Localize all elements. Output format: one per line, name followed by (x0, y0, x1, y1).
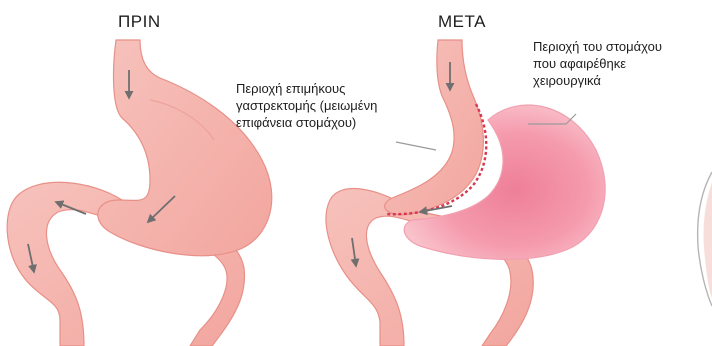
annotation-removed-line-2: που αφαιρέθηκε (533, 55, 662, 72)
annotation-sleeve-line-3: επιφάνεια στομάχου) (236, 114, 377, 131)
leader-line-sleeve (396, 142, 436, 150)
annotation-sleeve-line-2: γαστρεκτομής (μειωμένη (236, 97, 377, 114)
next-figure-edge-inner (703, 182, 712, 298)
label-before: ΠΡΙΝ (118, 12, 161, 32)
annotation-sleeve-line-1: Περιοχή επιμήκους (236, 80, 377, 97)
annotation-removed-area: Περιοχή του στομάχου που αφαιρέθηκε χειρ… (533, 38, 662, 89)
stomach-body-before (98, 40, 272, 256)
annotation-removed-line-1: Περιοχή του στομάχου (533, 38, 662, 55)
stomach-before (7, 40, 272, 346)
sleeve-stomach (385, 40, 484, 215)
annotation-removed-line-3: χειρουργικά (533, 72, 662, 89)
annotation-sleeve-area: Περιοχή επιμήκους γαστρεκτομής (μειωμένη… (236, 80, 377, 131)
label-after: ΜΕΤΑ (438, 12, 486, 32)
